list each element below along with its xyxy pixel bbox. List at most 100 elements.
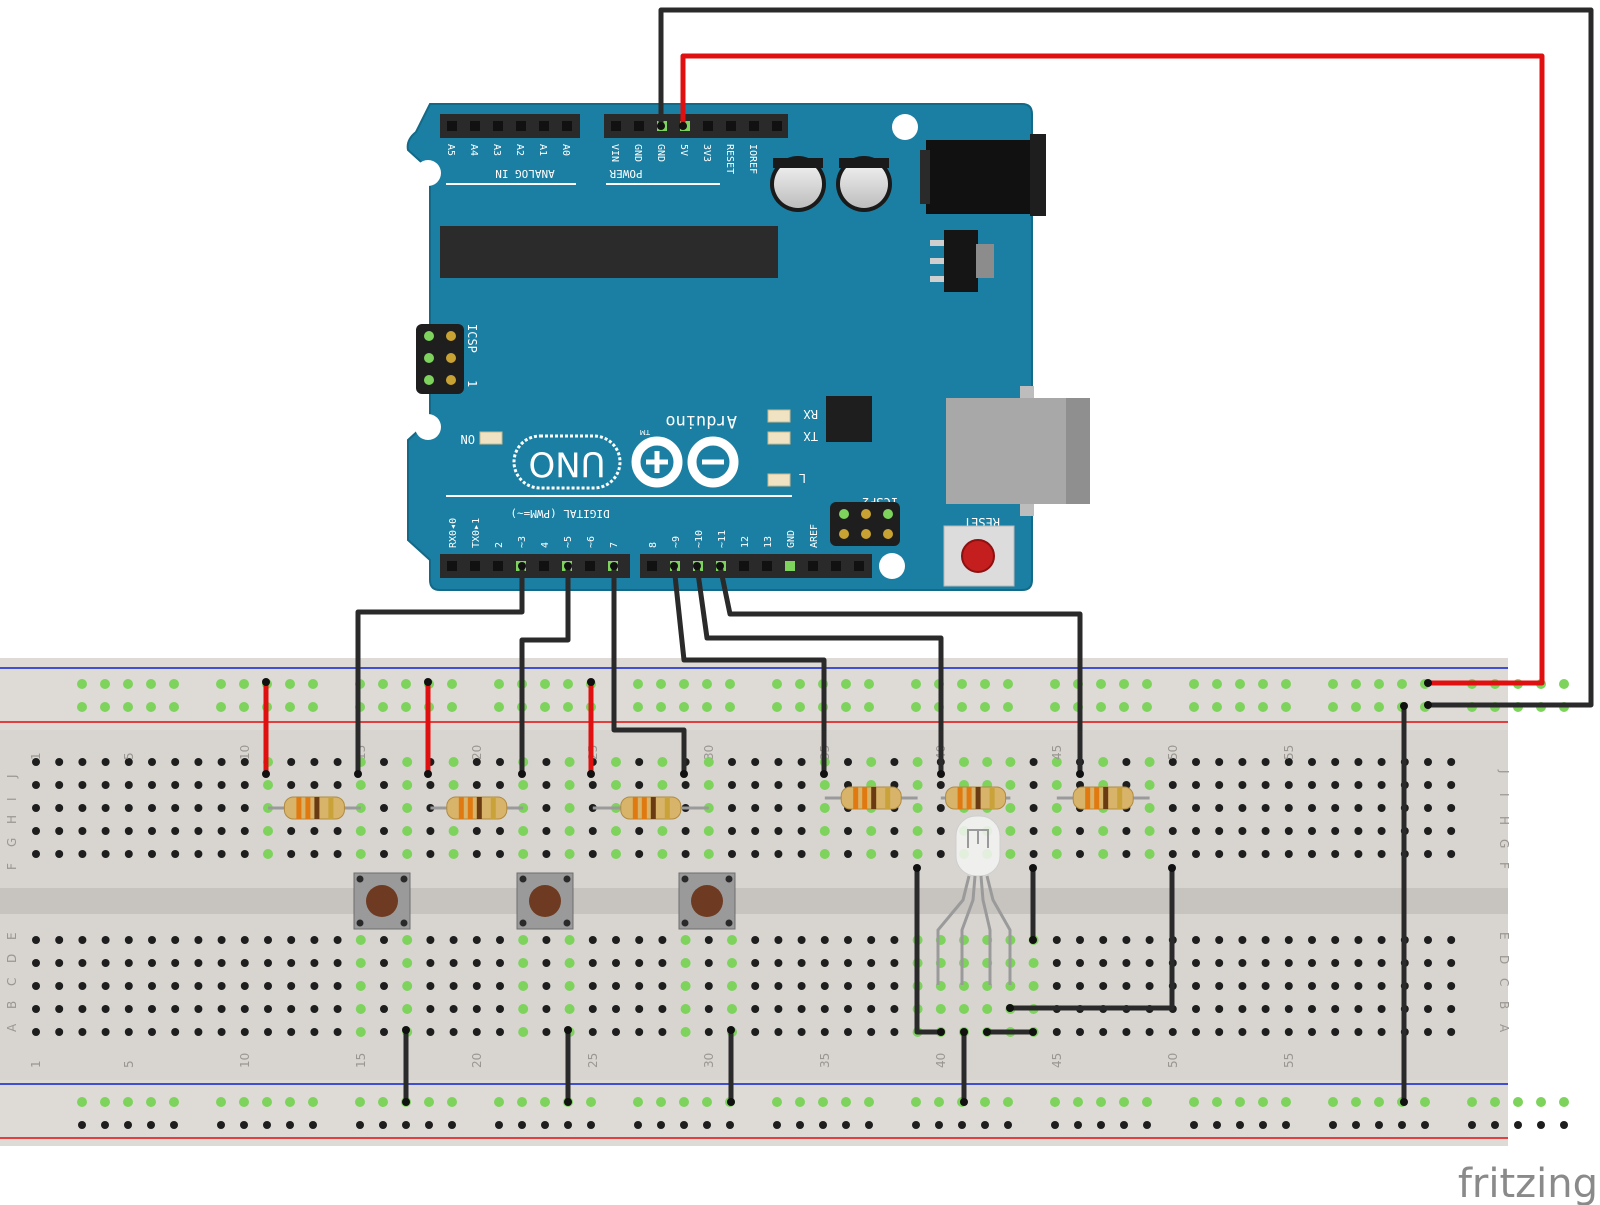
breadboard-hole: [1308, 959, 1316, 967]
pin10-wire-end: [937, 770, 945, 778]
breadboard-hole: [866, 826, 877, 836]
breadboard-hole: [867, 959, 876, 967]
pin-label: A0: [560, 144, 571, 156]
breadboard-hole: [658, 1028, 667, 1036]
breadboard-hole: [657, 849, 668, 859]
header-pin: [647, 561, 657, 571]
breadboard-hole: [1261, 804, 1270, 812]
breadboard-hole: [1261, 936, 1270, 944]
row-letter: J: [5, 774, 19, 779]
breadboard-hole: [1377, 850, 1386, 858]
breadboard-hole: [1052, 982, 1061, 990]
breadboard-hole: [1192, 804, 1200, 812]
header-pin: [703, 121, 713, 131]
header-pin: [634, 121, 644, 131]
breadboard-hole: [820, 959, 829, 967]
header-pin: [739, 561, 749, 571]
row-letter: D: [5, 954, 19, 963]
icsp2-header: [830, 502, 900, 546]
breadboard-hole: [355, 981, 366, 991]
breadboard-hole: [611, 780, 621, 790]
rail-hole: [1142, 679, 1152, 689]
rail-hole: [1050, 702, 1060, 712]
breadboard-hole: [564, 757, 575, 767]
rail-hole: [818, 1097, 828, 1107]
breadboard-hole: [148, 1005, 156, 1013]
breadboard-hole: [728, 827, 736, 835]
breadboard-hole: [727, 981, 737, 991]
pin-label: A3: [491, 144, 502, 156]
breadboard-hole: [1447, 758, 1456, 766]
breadboard-hole: [1447, 804, 1456, 812]
breadboard-hole: [171, 827, 180, 835]
rail-hole: [1281, 1097, 1291, 1107]
header-pin: [470, 561, 480, 571]
rail-hole: [633, 702, 643, 712]
breadboard-hole: [1144, 849, 1155, 859]
rail-hole: [1352, 1121, 1360, 1129]
breadboard-hole: [797, 758, 806, 766]
components: [268, 786, 1150, 985]
rail-hole: [1375, 1121, 1383, 1129]
resistor: [268, 796, 361, 820]
breadboard-hole: [1051, 803, 1062, 813]
breadboard-hole: [355, 849, 366, 859]
breadboard-hole: [1144, 780, 1155, 790]
breadboard-hole: [564, 981, 575, 991]
rail-hole: [934, 1097, 944, 1107]
rail-hole: [494, 1097, 504, 1107]
l-led: [767, 473, 791, 487]
breadboard-hole: [101, 827, 110, 835]
breadboard-hole: [703, 849, 714, 859]
rail-hole: [1119, 702, 1129, 712]
button-ground-wire-end: [727, 1026, 735, 1034]
reset-button[interactable]: [943, 525, 1015, 587]
breadboard-hole: [101, 781, 110, 789]
col-number: 25: [586, 1053, 600, 1068]
breadboard-hole: [1238, 758, 1247, 766]
breadboard-hole: [1424, 850, 1432, 858]
header-pin: [772, 121, 782, 131]
breadboard-hole: [635, 1028, 644, 1036]
header-pin: [539, 561, 549, 571]
rail-hole: [1119, 679, 1129, 689]
rail-hole: [169, 1097, 179, 1107]
breadboard-hole: [240, 758, 249, 766]
rail-hole: [146, 679, 156, 689]
breadboard-hole: [240, 827, 249, 835]
rail-hole: [911, 679, 921, 689]
rail-hole: [402, 1121, 410, 1129]
breadboard-hole: [542, 1005, 551, 1013]
breadboard-hole: [1308, 982, 1316, 990]
rgb-led: [936, 815, 1012, 985]
usb-interface-chip: [826, 396, 872, 442]
rail-bridge-wire-end: [1400, 1098, 1408, 1106]
breadboard-hole: [1261, 781, 1270, 789]
header-pin: [470, 121, 480, 131]
breadboard-hole: [148, 936, 156, 944]
breadboard-hole: [124, 850, 133, 858]
rail-hole: [633, 679, 643, 689]
breadboard-row-letters-right: J I H G F E D C B A: [1497, 769, 1511, 1033]
rail-hole: [656, 1097, 666, 1107]
breadboard-hole: [774, 959, 783, 967]
rail-hole: [1003, 1097, 1013, 1107]
breadboard-hole: [78, 1005, 87, 1013]
led-wire: [1010, 868, 1175, 1011]
pin5-wire: [519, 566, 571, 774]
rail-hole: [1143, 1121, 1151, 1129]
breadboard-hole: [1122, 850, 1131, 858]
rail-hole: [100, 702, 110, 712]
breadboard-hole: [194, 959, 203, 967]
breadboard-hole: [380, 850, 388, 858]
breadboard-hole: [1424, 982, 1432, 990]
breadboard-hole: [1076, 959, 1084, 967]
led-wire-end: [1029, 1028, 1037, 1036]
col-number: 30: [702, 745, 716, 760]
arduino-board: [406, 103, 1033, 591]
breadboard-hole: [263, 849, 273, 859]
breadboard-hole: [264, 936, 272, 944]
pin10-wire: [694, 565, 944, 774]
breadboard-hole: [1377, 758, 1386, 766]
breadboard-hole: [78, 758, 87, 766]
